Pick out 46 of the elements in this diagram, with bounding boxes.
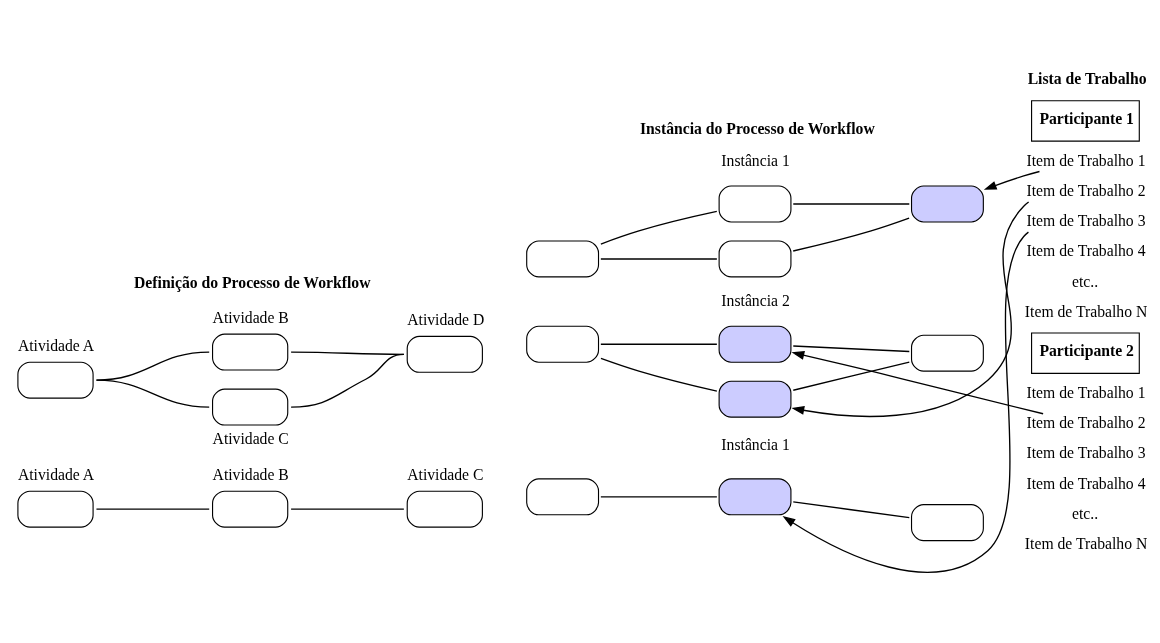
connector: [792, 217, 910, 252]
node-text: Item de Trabalho 2: [1026, 414, 1146, 432]
label: etc..: [1071, 504, 1099, 522]
connector: [600, 258, 718, 260]
node-label: Atividade C: [407, 466, 484, 484]
connector: [600, 496, 718, 498]
node-label: Atividade A: [17, 337, 95, 355]
node-label: Atividade B: [212, 309, 289, 327]
node-label: Atividade C: [212, 430, 289, 448]
label: Instância 1: [721, 151, 790, 169]
label: Instância 2: [721, 291, 790, 309]
label: Definição do Processo de Workflow: [134, 273, 371, 291]
connector: [600, 357, 718, 392]
label: Item de Trabalho N: [1024, 302, 1148, 320]
node-box: Participante 1: [1031, 100, 1140, 142]
connector: [600, 210, 718, 245]
label: Item de Trabalho 4: [1026, 474, 1146, 492]
label: etc..: [1071, 272, 1099, 290]
label: Item de Trabalho N: [1024, 535, 1148, 553]
connector: [792, 361, 910, 391]
label: Instância do Processo de Workflow: [640, 120, 875, 138]
label: Item de Trabalho 3: [1026, 444, 1146, 462]
node-text: Item de Trabalho 3: [1026, 212, 1146, 230]
connector: [290, 508, 405, 510]
label: Item de Trabalho 4: [1026, 242, 1146, 260]
node-label: Atividade A: [17, 466, 95, 484]
connector: [95, 351, 210, 381]
connector: [95, 379, 210, 408]
node-label: Atividade D: [407, 311, 485, 329]
label: Lista de Trabalho: [1027, 69, 1147, 87]
node-label: Atividade B: [212, 466, 289, 484]
node-box: Participante 2: [1031, 332, 1140, 374]
arrow: [791, 201, 1030, 418]
arrow: [983, 170, 1041, 190]
connector: [600, 343, 718, 345]
arrow: [782, 231, 1030, 573]
label: Item de Trabalho 1: [1026, 383, 1146, 401]
connector: [95, 508, 210, 510]
node-text: Item de Trabalho 1: [1026, 151, 1146, 169]
label: Instância 1: [721, 436, 790, 454]
node-text: Item de Trabalho 2: [1026, 181, 1146, 199]
connector: [290, 353, 405, 408]
connector: [792, 501, 910, 519]
connector: [792, 345, 910, 353]
connector: [792, 203, 910, 205]
arrow: [791, 350, 1044, 415]
